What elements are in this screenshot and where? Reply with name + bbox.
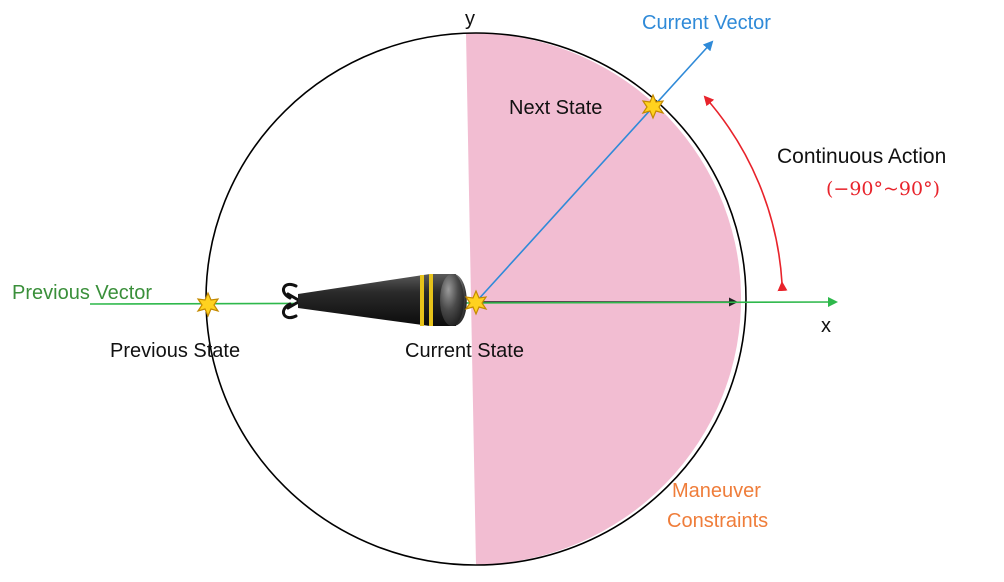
current-vector-line: [475, 40, 714, 303]
x-axis-label: x: [821, 315, 831, 337]
star-icon: [641, 93, 665, 120]
y-axis-label: y: [465, 8, 475, 30]
continuous-action-label: Continuous Action: [777, 145, 946, 168]
current-state-label: Current State: [405, 340, 524, 362]
next-state-label: Next State: [509, 97, 602, 119]
action-range-label: (−90°~90°): [826, 178, 940, 200]
current-vector-label: Current Vector: [642, 12, 771, 34]
star-icon: [196, 291, 220, 318]
previous-vector-label: Previous Vector: [12, 282, 152, 304]
star-icon: [464, 289, 488, 316]
previous-state-label: Previous State: [110, 340, 240, 362]
maneuver-constraints-label-line1: Maneuver: [672, 480, 761, 502]
maneuver-region: [466, 32, 742, 565]
maneuver-constraints-label-line2: Constraints: [667, 510, 768, 532]
torpedo-icon: [281, 274, 467, 326]
continuous-action-arc: [703, 95, 788, 292]
